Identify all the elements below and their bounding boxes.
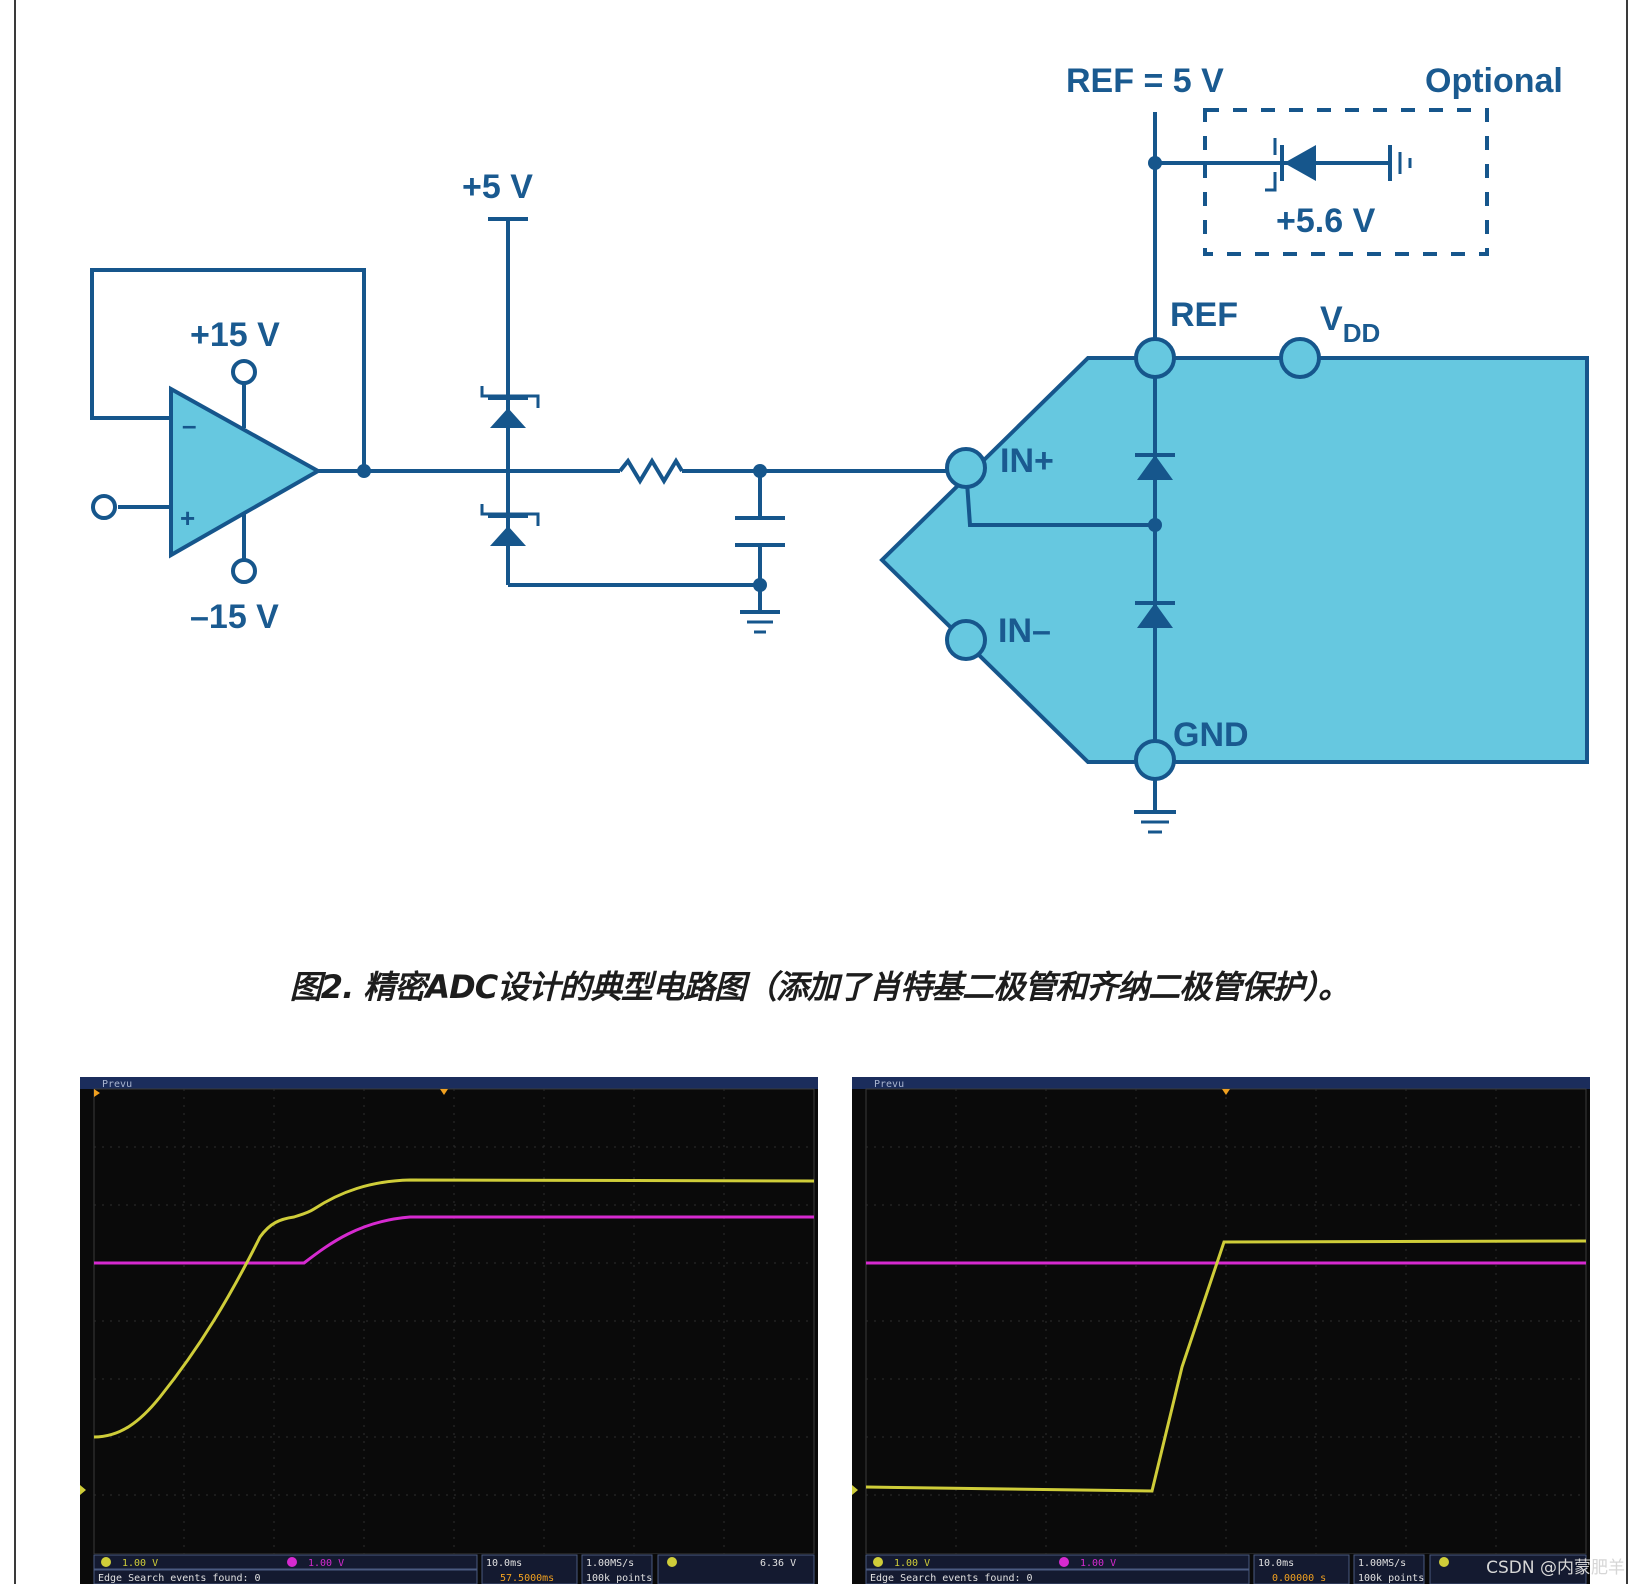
optional-label: Optional [1425,62,1563,100]
opamp-minus-sign: – [182,410,196,440]
in-plus-label: IN+ [1000,442,1054,480]
scope-menu-label: Prevu [102,1079,132,1090]
ch1-scale: 1.00 V [894,1558,930,1569]
scope-menu-label: Prevu [874,1079,904,1090]
opamp-pos-supply-label: +15 V [190,316,280,354]
trigger-level: 6.36 V [760,1558,796,1569]
in-plus-pin [945,447,987,489]
feedback-wire [90,268,366,471]
opamp-plus-sign: + [180,503,195,533]
resistor [618,457,684,485]
ref-supply-label: REF = 5 V [1066,62,1224,100]
clamp-diode-lower [490,526,526,546]
delay: 0.00000 s [1272,1573,1326,1584]
ch1-scale: 1.00 V [122,1558,158,1569]
in-minus-pin [945,619,987,661]
optional-zener-diode [1284,145,1316,181]
vdd-pin-label: VDD [1320,300,1380,348]
adc-body [879,356,1589,764]
ch1-trace [865,1239,1587,1493]
scope-screen-left: Prevu 1.00 V [80,1077,818,1584]
opamp-pos-supply-pin [231,359,257,385]
vdd-pin [1279,337,1321,379]
opamp-neg-supply-label: –15 V [190,598,279,636]
internal-diode-upper [1137,455,1173,480]
input-terminal [91,494,117,520]
scope-status: Edge Search events found: 0 [98,1573,261,1584]
sample-rate: 1.00MS/s [1358,1558,1406,1569]
ch1-trace [93,1178,815,1439]
ref-pin [1134,337,1176,379]
sample-rate: 1.00MS/s [586,1558,634,1569]
ref-pin-label: REF [1170,296,1238,334]
record-length: 100k points [586,1573,652,1584]
gnd-pin [1134,739,1176,781]
timebase: 10.0ms [1258,1558,1294,1569]
zener-voltage-label: +5.6 V [1276,202,1376,240]
ch2-scale: 1.00 V [308,1558,344,1569]
figure-caption: 图2. 精密ADC设计的典型电路图（添加了肖特基二极管和齐纳二极管保护）。 [289,968,1350,1006]
delay: 57.5000ms [500,1573,554,1584]
ch2-scale: 1.00 V [1080,1558,1116,1569]
opamp-neg-supply-pin [231,558,257,584]
timebase: 10.0ms [486,1558,522,1569]
ch2-trace [94,1215,814,1265]
clamp-supply-label: +5 V [462,168,533,206]
circuit-diagram: – + REF = 5 V Optional +5.6 V +5 V +15 V [90,62,1589,834]
opamp-triangle [169,385,323,559]
internal-diode-lower [1137,603,1173,628]
scope-screen-right: Prevu 1.00 V 1.00 V Edge Searc [852,1077,1590,1584]
optional-box [1203,108,1489,256]
page-frame [14,0,1628,1584]
clamp-diode-upper [490,408,526,428]
scope-status: Edge Search events found: 0 [870,1573,1033,1584]
gnd-pin-label: GND [1173,716,1249,754]
record-length: 100k points [1358,1573,1424,1584]
in-minus-label: IN– [998,612,1051,650]
watermark: CSDN @内蒙肥羊 [1486,1558,1625,1578]
